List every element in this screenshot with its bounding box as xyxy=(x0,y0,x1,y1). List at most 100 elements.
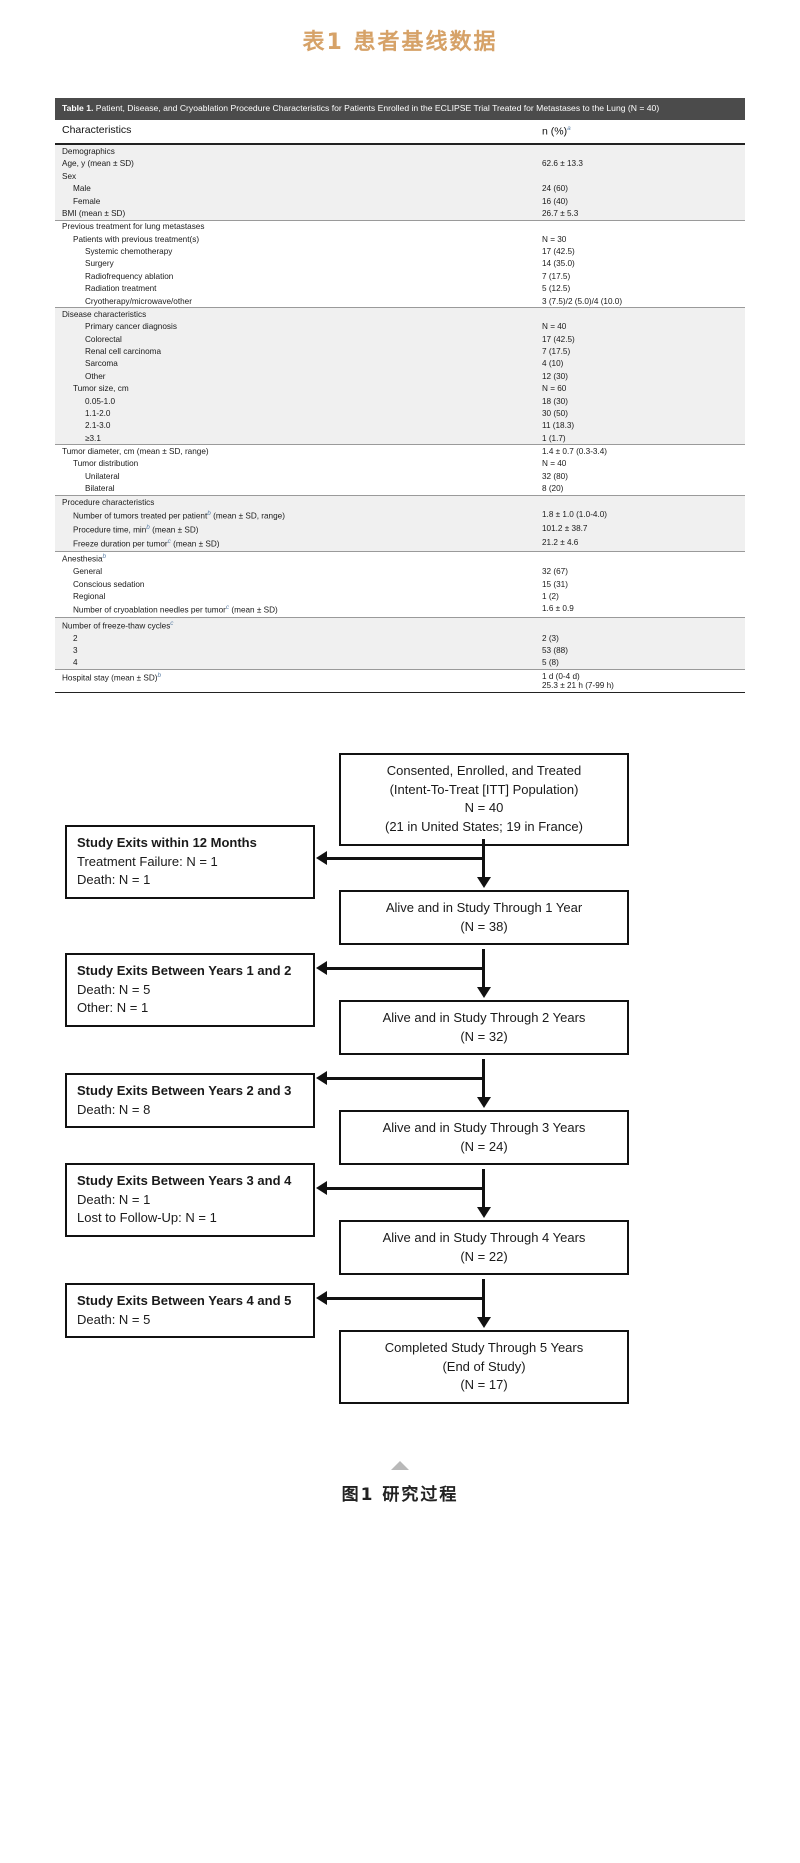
flow-node-title: Study Exits Between Years 4 and 5 xyxy=(77,1292,292,1308)
arrowhead-exit-years-4-5 xyxy=(316,1290,327,1305)
table-cell-value: 8 (20) xyxy=(535,482,745,496)
table-cell-value: 1 (2) xyxy=(535,590,745,603)
table-row: Age, y (mean ± SD)62.6 ± 13.3 xyxy=(55,157,745,171)
table-cell-characteristic: Sarcoma xyxy=(55,357,535,371)
flow-node-line: Alive and in Study Through 2 Years xyxy=(382,1009,586,1025)
table-cell-characteristic: Renal cell carcinoma xyxy=(55,345,535,358)
table-cell-characteristic: Number of tumors treated per patientb (m… xyxy=(55,508,535,523)
table-cell-characteristic: ≥3.1 xyxy=(55,432,535,445)
table-cell-characteristic: Disease characteristics xyxy=(55,307,535,321)
table-cell-value: 32 (80) xyxy=(535,470,745,483)
table-cell-characteristic: Patients with previous treatment(s) xyxy=(55,233,535,246)
table-cell-value xyxy=(535,550,745,566)
table-cell-value: 24 (60) xyxy=(535,182,745,195)
table-cell-value xyxy=(535,170,745,183)
table-row: Freeze duration per tumorc (mean ± SD)21… xyxy=(55,536,745,552)
flow-node-title: Study Exits Between Years 3 and 4 xyxy=(77,1172,292,1188)
table-cell-value: 17 (42.5) xyxy=(535,245,745,258)
table-row: Disease characteristics xyxy=(55,307,745,321)
table-title-cn: 表1 患者基线数据 xyxy=(302,30,498,55)
table-cell-value: 3 (7.5)/2 (5.0)/4 (10.0) xyxy=(535,294,745,308)
arrowhead-exit-years-2-3 xyxy=(316,1070,327,1085)
flowchart: Consented, Enrolled, and Treated(Intent-… xyxy=(55,752,745,1443)
table-cell-characteristic: Surgery xyxy=(55,257,535,271)
table-cell-value: 5 (8) xyxy=(535,656,745,670)
footnote-marker-b: b xyxy=(157,671,162,679)
table-row: BMI (mean ± SD)26.7 ± 5.3 xyxy=(55,207,745,221)
table-cell-characteristic: Cryotherapy/microwave/other xyxy=(55,294,535,308)
table-cell-characteristic: 1.1-2.0 xyxy=(55,407,535,420)
flow-node-line: (N = 22) xyxy=(460,1248,508,1264)
arrowhead-year3 xyxy=(477,1096,491,1108)
table-cell-value: 1 d (0-4 d)25.3 ± 21 h (7-99 h) xyxy=(535,669,745,693)
table-cell-value: 5 (12.5) xyxy=(535,282,745,295)
table-caption-text: Patient, Disease, and Cryoablation Proce… xyxy=(93,103,660,113)
footnote-marker-b: b xyxy=(102,553,107,561)
footnote-marker-c: c xyxy=(170,619,174,627)
table-cell-value: 30 (50) xyxy=(535,407,745,420)
table-cell-characteristic: Number of freeze-thaw cyclesc xyxy=(55,616,535,633)
table-cell-value xyxy=(535,494,745,509)
table-row: Procedure time, minb (mean ± SD)101.2 ± … xyxy=(55,522,745,537)
table-row: Previous treatment for lung metastases xyxy=(55,219,745,234)
table-cell-characteristic: Procedure characteristics xyxy=(55,494,535,509)
flow-node-enrolled: Consented, Enrolled, and Treated(Intent-… xyxy=(339,752,629,847)
table-cell-characteristic: Unilateral xyxy=(55,470,535,483)
table-cell-value: 12 (30) xyxy=(535,370,745,383)
table-cell-characteristic: 0.05-1.0 xyxy=(55,394,535,408)
table-cell-value: 7 (17.5) xyxy=(535,345,745,358)
flow-node-year5: Completed Study Through 5 Years(End of S… xyxy=(339,1329,629,1405)
flow-node-line: Death: N = 1 xyxy=(77,872,151,888)
table-cell-value: 2 (3) xyxy=(535,632,745,645)
arrowhead-exit-years-1-2 xyxy=(316,960,327,975)
arrowhead-exit-12-months xyxy=(316,850,327,865)
flow-node-line: Consented, Enrolled, and Treated xyxy=(386,762,582,778)
table-cell-value: 17 (42.5) xyxy=(535,333,745,346)
arrowhead-year5 xyxy=(477,1316,491,1328)
table-cell-characteristic: Radiofrequency ablation xyxy=(55,270,535,283)
table-cell-characteristic: General xyxy=(55,565,535,579)
flow-node-year4: Alive and in Study Through 4 Years(N = 2… xyxy=(339,1219,629,1276)
table-cell-characteristic: Demographics xyxy=(55,143,535,158)
table-cell-characteristic: 2 xyxy=(55,632,535,645)
arrowhead-exit-years-3-4 xyxy=(316,1180,327,1195)
table-cell-value: 4 (10) xyxy=(535,357,745,371)
table-cell-characteristic: 4 xyxy=(55,656,535,670)
column-header-n-percent-label: n (%) xyxy=(542,125,568,138)
table-cell-characteristic: Radiation treatment xyxy=(55,282,535,295)
table-row: Number of freeze-thaw cyclesc xyxy=(55,616,745,633)
table-cell-characteristic: Conscious sedation xyxy=(55,578,535,591)
table-cell-value: 1.8 ± 1.0 (1.0-4.0) xyxy=(535,508,745,523)
table-cell-characteristic: Regional xyxy=(55,590,535,603)
flow-node-line: (21 in United States; 19 in France) xyxy=(385,819,583,835)
flow-node-line: (N = 32) xyxy=(460,1028,508,1044)
flow-node-line: (N = 38) xyxy=(460,918,508,934)
table-cell-value: 1 (1.7) xyxy=(535,432,745,445)
table-cell-value: 16 (40) xyxy=(535,194,745,208)
table-cell-value xyxy=(535,219,745,234)
table-cell-value: 1.4 ± 0.7 (0.3-3.4) xyxy=(535,444,745,458)
flow-node-title: Study Exits Between Years 2 and 3 xyxy=(77,1082,292,1098)
table-cell-value: 18 (30) xyxy=(535,394,745,408)
flow-node-line: (N = 24) xyxy=(460,1138,508,1154)
connector-branch-exit-12-months xyxy=(327,856,484,860)
table-row: Demographics xyxy=(55,143,745,158)
table-cell-value: N = 40 xyxy=(535,457,745,471)
connector-branch-exit-years-4-5 xyxy=(327,1296,484,1300)
table-cell-value: 11 (18.3) xyxy=(535,419,745,433)
table-cell-characteristic: Tumor diameter, cm (mean ± SD, range) xyxy=(55,444,535,458)
scroll-caret-icon[interactable] xyxy=(391,1460,409,1470)
table-row: Sex xyxy=(55,170,745,183)
